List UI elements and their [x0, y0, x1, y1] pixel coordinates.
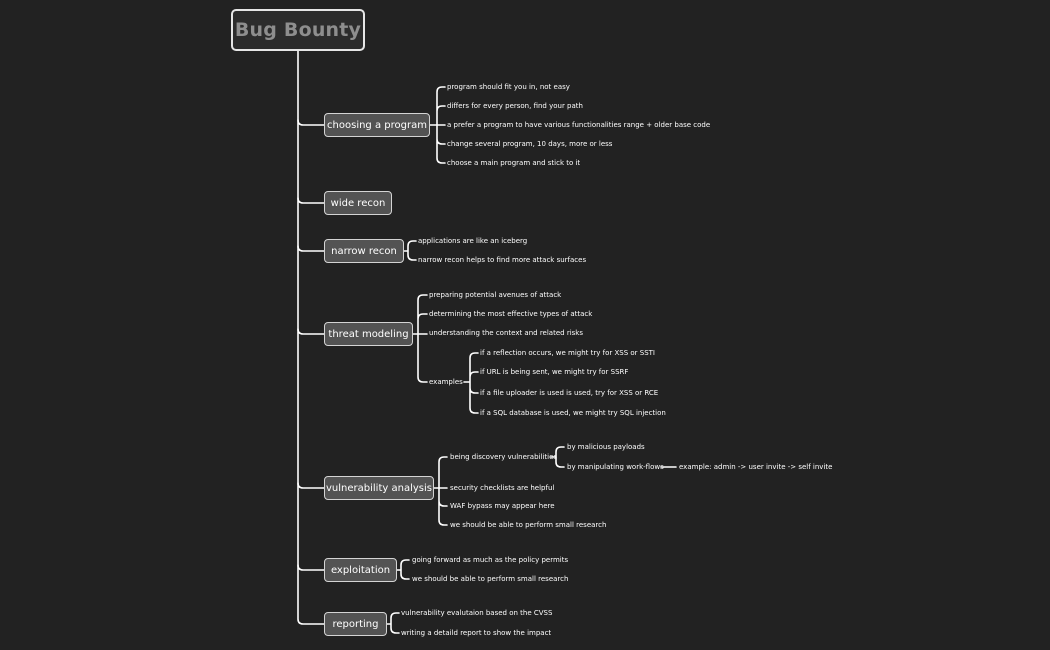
connector-discovery-children — [550, 446, 565, 468]
node-vulnerability-analysis[interactable]: vulnerability analysis — [324, 476, 434, 500]
leaf-narrow-1[interactable]: applications are like an iceberg — [418, 237, 528, 245]
connector-root-narrow — [297, 245, 325, 252]
leaf-example-3[interactable]: if a file uploader is used is used, try … — [480, 389, 659, 397]
leaf-exploit-1[interactable]: going forward as much as the policy perm… — [412, 556, 569, 564]
connector-root-threat — [297, 328, 325, 335]
connector-threat-children — [412, 294, 428, 383]
leaf-threat-2[interactable]: determining the most effective types of … — [429, 310, 593, 318]
leaf-workflow-example[interactable]: example: admin -> user invite -> self in… — [679, 463, 833, 471]
leaf-choosing-2[interactable]: differs for every person, find your path — [447, 102, 583, 110]
leaf-reporting-1[interactable]: vulnerability evalutaion based on the CV… — [401, 609, 553, 617]
root-node[interactable]: Bug Bounty — [231, 9, 365, 51]
node-narrow-recon[interactable]: narrow recon — [324, 239, 404, 263]
node-threat-modeling[interactable]: threat modeling — [324, 322, 413, 346]
node-exploitation[interactable]: exploitation — [324, 558, 397, 582]
leaf-example-4[interactable]: if a SQL database is used, we might try … — [480, 409, 666, 417]
connector-exploit-children — [396, 559, 410, 580]
leaf-choosing-4[interactable]: change several program, 10 days, more or… — [447, 140, 613, 148]
leaf-threat-3[interactable]: understanding the context and related ri… — [429, 329, 583, 337]
leaf-vuln-3[interactable]: WAF bypass may appear here — [450, 502, 555, 510]
leaf-discovery-1[interactable]: by malicious payloads — [567, 443, 645, 451]
connector-vuln-children — [433, 456, 448, 526]
leaf-vuln-discovery[interactable]: being discovery vulnerabilities — [450, 453, 558, 461]
connector-root-wide — [297, 197, 325, 204]
connector-root-choosing — [297, 119, 325, 126]
leaf-choosing-1[interactable]: program should fit you in, not easy — [447, 83, 570, 91]
leaf-example-1[interactable]: if a reflection occurs, we might try for… — [480, 349, 655, 357]
leaf-reporting-2[interactable]: writing a detaild report to show the imp… — [401, 629, 552, 637]
node-choosing-a-program[interactable]: choosing a program — [324, 113, 430, 137]
connector-root-vuln — [297, 482, 325, 489]
connector-reporting-children — [386, 612, 400, 634]
connector-root-trunk — [297, 50, 325, 625]
leaf-threat-1[interactable]: preparing potential avenues of attack — [429, 291, 562, 299]
leaf-narrow-2[interactable]: narrow recon helps to find more attack s… — [418, 256, 587, 264]
connector-narrow-children — [403, 240, 417, 261]
node-reporting[interactable]: reporting — [324, 612, 387, 636]
leaf-vuln-2[interactable]: security checklists are helpful — [450, 484, 555, 492]
leaf-threat-examples[interactable]: examples — [429, 378, 463, 386]
connector-root-exploit — [297, 564, 325, 571]
node-wide-recon[interactable]: wide recon — [324, 191, 392, 215]
leaf-exploit-2[interactable]: we should be able to perform small resea… — [412, 575, 569, 583]
leaf-example-2[interactable]: if URL is being sent, we might try for S… — [480, 368, 629, 376]
connector-choosing-children — [429, 86, 446, 164]
leaf-choosing-5[interactable]: choose a main program and stick to it — [447, 159, 581, 167]
leaf-vuln-4[interactable]: we should be able to perform small resea… — [450, 521, 607, 529]
leaf-discovery-2[interactable]: by manipulating work-flows — [567, 463, 664, 471]
leaf-choosing-3[interactable]: a prefer a program to have various funct… — [447, 121, 711, 129]
connector-examples-children — [463, 352, 479, 414]
